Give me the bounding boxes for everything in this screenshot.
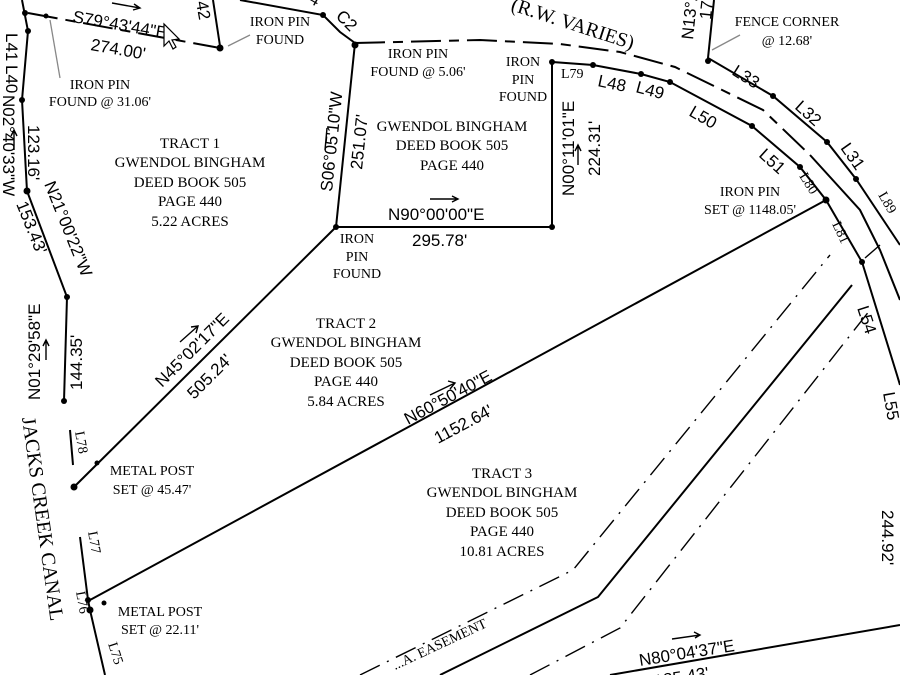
easement-label: ...A. EASEMENT [390,617,489,674]
svg-text:295.78': 295.78' [412,231,467,250]
boundary-lines [20,0,900,675]
svg-text:METAL POST: METAL POST [110,464,195,479]
svg-text:SET @ 1148.05': SET @ 1148.05' [704,203,796,218]
svg-text:224.31': 224.31' [585,121,604,176]
svg-text:FOUND: FOUND [499,90,547,105]
svg-text:PAGE 440: PAGE 440 [314,374,378,390]
svg-text:L49: L49 [634,78,666,104]
tract-3-label: TRACT 3 GWENDOL BINGHAM DEED BOOK 505 PA… [427,466,578,560]
svg-text:42: 42 [192,0,214,21]
svg-text:GWENDOL BINGHAM: GWENDOL BINGHAM [115,155,266,171]
svg-text:L32: L32 [791,97,825,130]
svg-text:N21°00'22"W: N21°00'22"W [40,178,96,279]
survey-points [19,10,865,614]
svg-text:L51: L51 [755,145,789,178]
svg-text:FENCE CORNER: FENCE CORNER [735,15,840,30]
svg-text:SET @ 22.11': SET @ 22.11' [121,623,199,638]
svg-text:5.22 ACRES: 5.22 ACRES [151,214,229,230]
svg-text:@ 12.68': @ 12.68' [762,34,812,49]
svg-text:L81: L81 [828,219,851,246]
svg-text:N80°04'37"E: N80°04'37"E [638,636,736,670]
svg-text:17...: 17... [696,0,718,20]
svg-text:PAGE 440: PAGE 440 [470,524,534,540]
svg-text:FOUND @ 31.06': FOUND @ 31.06' [49,95,151,110]
svg-text:N02°40'33"W: N02°40'33"W [0,95,18,196]
svg-text:IRON PIN: IRON PIN [70,78,130,93]
svg-text:FOUND: FOUND [256,33,304,48]
svg-text:TRACT 2: TRACT 2 [316,316,376,332]
svg-text:10.81 ACRES: 10.81 ACRES [459,544,544,560]
svg-text:244.92': 244.92' [878,510,897,565]
svg-text:PAGE 440: PAGE 440 [158,194,222,210]
road-label: (R.W. VARIES) [508,0,637,54]
svg-text:FOUND @ 5.06': FOUND @ 5.06' [370,65,465,80]
svg-text:L48: L48 [596,71,628,95]
svg-text:L31: L31 [837,139,869,173]
svg-text:PIN: PIN [346,250,369,265]
svg-text:SET @ 45.47': SET @ 45.47' [113,483,192,498]
svg-text:IRON: IRON [340,232,374,247]
mouse-cursor-icon [163,22,181,50]
svg-text:DEED BOOK 505: DEED BOOK 505 [134,175,247,191]
svg-text:153.43': 153.43' [12,198,50,256]
svg-text:N00°11'01"E: N00°11'01"E [559,101,578,196]
tract-2-label: TRACT 2 GWENDOL BINGHAM DEED BOOK 505 PA… [271,316,422,410]
center-parcel-label: GWENDOL BINGHAM DEED BOOK 505 PAGE 440 [377,119,528,174]
svg-text:L80: L80 [796,170,821,197]
svg-text:L78: L78 [71,430,90,455]
svg-text:L41: L41 [2,33,21,61]
svg-text:DEED BOOK 505: DEED BOOK 505 [446,505,559,521]
svg-text:PAGE 440: PAGE 440 [420,158,484,174]
svg-text:L79: L79 [561,67,584,82]
svg-text:GWENDOL BINGHAM: GWENDOL BINGHAM [377,119,528,135]
svg-text:METAL POST: METAL POST [118,605,203,620]
svg-text:TRACT 1: TRACT 1 [160,136,220,152]
svg-text:IRON: IRON [506,55,540,70]
svg-text:L77: L77 [84,530,103,555]
svg-text:IRON PIN: IRON PIN [720,185,780,200]
svg-text:L55: L55 [879,390,900,421]
svg-text:N01°29'58"E: N01°29'58"E [25,304,44,400]
svg-text:5.84 ACRES: 5.84 ACRES [307,394,385,410]
svg-text:L75: L75 [104,641,125,667]
svg-text:L76: L76 [72,590,91,615]
svg-text:185.43': 185.43' [653,664,711,675]
svg-text:4: 4 [306,0,324,10]
svg-text:TRACT 3: TRACT 3 [472,466,532,482]
monument-labels: IRON PIN FOUND @ 31.06' IRON PIN FOUND I… [49,15,840,638]
svg-text:PIN: PIN [512,73,535,88]
canal-label: JACKS CREEK CANAL [17,416,67,623]
svg-text:274.00': 274.00' [89,35,147,63]
svg-text:144.35': 144.35' [67,335,86,390]
svg-text:251.07': 251.07' [347,113,372,170]
svg-text:IRON PIN: IRON PIN [388,47,448,62]
svg-text:C2: C2 [332,6,361,35]
svg-text:123.16': 123.16' [24,125,43,180]
tract-1-label: TRACT 1 GWENDOL BINGHAM DEED BOOK 505 PA… [115,136,266,230]
svg-text:DEED BOOK 505: DEED BOOK 505 [396,138,509,154]
svg-text:IRON PIN: IRON PIN [250,15,310,30]
svg-text:N90°00'00"E: N90°00'00"E [388,205,484,224]
svg-text:GWENDOL BINGHAM: GWENDOL BINGHAM [271,335,422,351]
svg-text:DEED BOOK 505: DEED BOOK 505 [290,355,403,371]
direction-arrows [10,2,702,640]
svg-text:GWENDOL BINGHAM: GWENDOL BINGHAM [427,485,578,501]
svg-text:L40: L40 [2,65,21,93]
svg-text:S79°43'44"E: S79°43'44"E [71,7,168,42]
svg-text:FOUND: FOUND [333,267,381,282]
